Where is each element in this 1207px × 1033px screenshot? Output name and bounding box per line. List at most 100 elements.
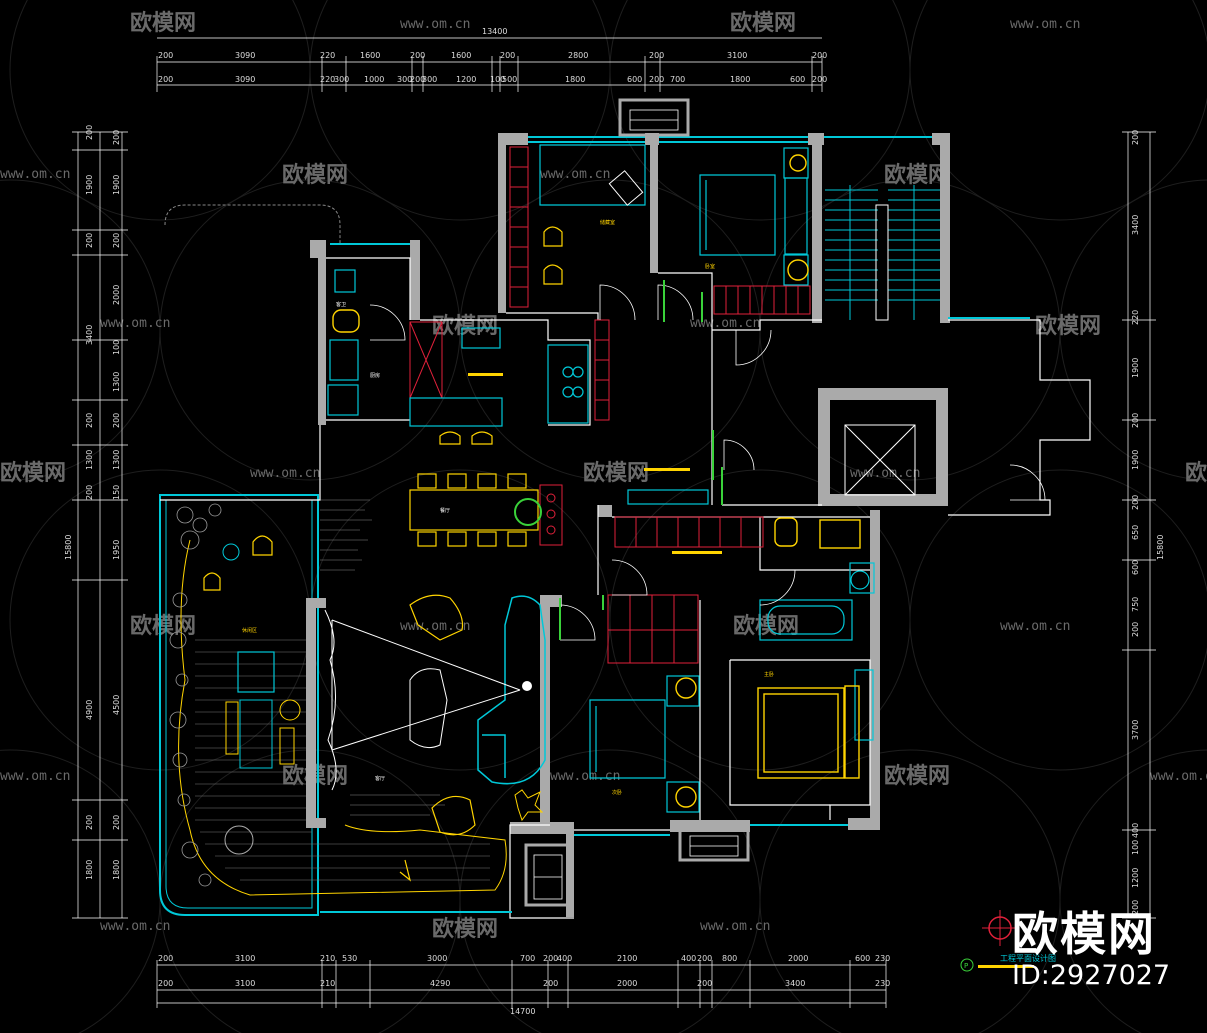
watermark-url: www.om.cn <box>0 167 70 182</box>
svg-text:400: 400 <box>1131 823 1140 838</box>
svg-text:1300: 1300 <box>85 450 94 470</box>
balcony-fixtures <box>533 109 739 900</box>
svg-text:1300: 1300 <box>112 450 121 470</box>
svg-text:200: 200 <box>158 75 173 84</box>
svg-text:300: 300 <box>334 75 349 84</box>
room-label-dining: 餐厅 <box>440 507 450 514</box>
svg-text:200: 200 <box>112 815 121 830</box>
svg-text:210: 210 <box>320 979 335 988</box>
watermark: 欧模网 <box>282 162 348 188</box>
svg-text:1900: 1900 <box>1131 450 1140 470</box>
watermark-url: www.om.cn <box>700 919 770 934</box>
dim-total-top: 13400 <box>482 27 507 36</box>
svg-text:650: 650 <box>1131 525 1140 540</box>
dining-table <box>409 226 563 547</box>
svg-text:3090: 3090 <box>235 51 255 60</box>
svg-text:230: 230 <box>875 979 890 988</box>
title-badge: P <box>964 962 968 970</box>
svg-text:200: 200 <box>112 233 121 248</box>
watermark-url: www.om.cn <box>1150 769 1207 784</box>
svg-text:220: 220 <box>1131 310 1140 325</box>
walls <box>306 133 950 917</box>
svg-text:1600: 1600 <box>451 51 471 60</box>
dim-total-right: 15800 <box>1156 535 1165 560</box>
svg-text:200: 200 <box>812 51 827 60</box>
svg-text:220: 220 <box>320 75 335 84</box>
living-room-furniture <box>324 609 521 791</box>
svg-text:1800: 1800 <box>112 860 121 880</box>
armchair <box>409 594 464 641</box>
watermark-url: www.om.cn <box>100 919 170 934</box>
svg-text:2100: 2100 <box>617 954 637 963</box>
svg-text:600: 600 <box>790 75 805 84</box>
watermark: 欧模网 <box>1185 460 1207 486</box>
watermark: 欧模网 <box>884 162 950 188</box>
lamp-icon <box>522 681 532 691</box>
svg-text:1600: 1600 <box>360 51 380 60</box>
living-room <box>477 595 546 785</box>
svg-text:200: 200 <box>112 130 121 145</box>
watermark: 欧模网 <box>130 613 196 639</box>
model-id: ID:2927027 <box>1012 960 1171 991</box>
svg-text:200: 200 <box>649 51 664 60</box>
windows <box>320 136 1030 913</box>
svg-text:200: 200 <box>85 233 94 248</box>
svg-text:1800: 1800 <box>730 75 750 84</box>
svg-text:750: 750 <box>1131 597 1140 612</box>
dimension-labels-right: 200 3400 220 1900 200 1900 200 650 600 7… <box>1131 130 1165 915</box>
svg-text:600: 600 <box>855 954 870 963</box>
svg-text:1900: 1900 <box>85 175 94 195</box>
watermark: 欧模网 <box>583 460 649 486</box>
svg-text:500: 500 <box>502 75 517 84</box>
svg-text:200: 200 <box>1131 413 1140 428</box>
room-label-bedroom-2: 次卧 <box>612 789 622 796</box>
garden-terrace: 休闲区 <box>159 204 507 916</box>
watermark-url: www.om.cn <box>250 466 320 481</box>
brand-watermark: 欧模网 ID:2927027 <box>1012 908 1202 992</box>
watermark-url: www.om.cn <box>550 769 620 784</box>
watermark-url: www.om.cn <box>1000 619 1070 634</box>
watermark-url: www.om.cn <box>100 316 170 331</box>
svg-text:200: 200 <box>410 51 425 60</box>
svg-text:3100: 3100 <box>235 954 255 963</box>
svg-text:1900: 1900 <box>1131 358 1140 378</box>
watermark: 欧模网 <box>432 313 498 339</box>
svg-text:1000: 1000 <box>364 75 384 84</box>
svg-text:1300: 1300 <box>112 372 121 392</box>
watermark: 欧模网 <box>1035 313 1101 339</box>
svg-text:200: 200 <box>85 125 94 140</box>
svg-text:200: 200 <box>543 954 558 963</box>
svg-text:3100: 3100 <box>235 979 255 988</box>
svg-text:1900: 1900 <box>112 175 121 195</box>
watermarks: 欧模网 www.om.cn 欧模网 www.om.cn www.om.cn 欧模… <box>0 10 1207 942</box>
svg-text:600: 600 <box>627 75 642 84</box>
watermark-url: www.om.cn <box>400 619 470 634</box>
watermark-url: www.om.cn <box>1010 17 1080 32</box>
svg-text:3090: 3090 <box>235 75 255 84</box>
watermark: 欧模网 <box>0 460 66 486</box>
svg-text:700: 700 <box>520 954 535 963</box>
svg-text:200: 200 <box>500 51 515 60</box>
watermark: 欧模网 <box>730 10 796 36</box>
drawing-title: 工程平面设计图 <box>1000 953 1056 963</box>
doors <box>369 284 1046 641</box>
svg-text:200: 200 <box>112 413 121 428</box>
svg-text:200: 200 <box>543 979 558 988</box>
svg-text:2800: 2800 <box>568 51 588 60</box>
svg-text:3400: 3400 <box>85 325 94 345</box>
svg-text:3000: 3000 <box>427 954 447 963</box>
door-jambs <box>559 280 723 640</box>
svg-text:1800: 1800 <box>565 75 585 84</box>
watermark: 欧模网 <box>130 10 196 36</box>
svg-text:100: 100 <box>112 340 121 355</box>
title-block: P 工程平面设计图 <box>960 953 1056 972</box>
svg-text:1800: 1800 <box>85 860 94 880</box>
wardrobes <box>409 146 811 664</box>
room-label-master-bedroom: 主卧 <box>764 671 774 678</box>
svg-text:3400: 3400 <box>1131 215 1140 235</box>
watermark-url: www.om.cn <box>690 316 760 331</box>
svg-text:4500: 4500 <box>112 695 121 715</box>
svg-text:400: 400 <box>557 954 572 963</box>
svg-text:530: 530 <box>342 954 357 963</box>
